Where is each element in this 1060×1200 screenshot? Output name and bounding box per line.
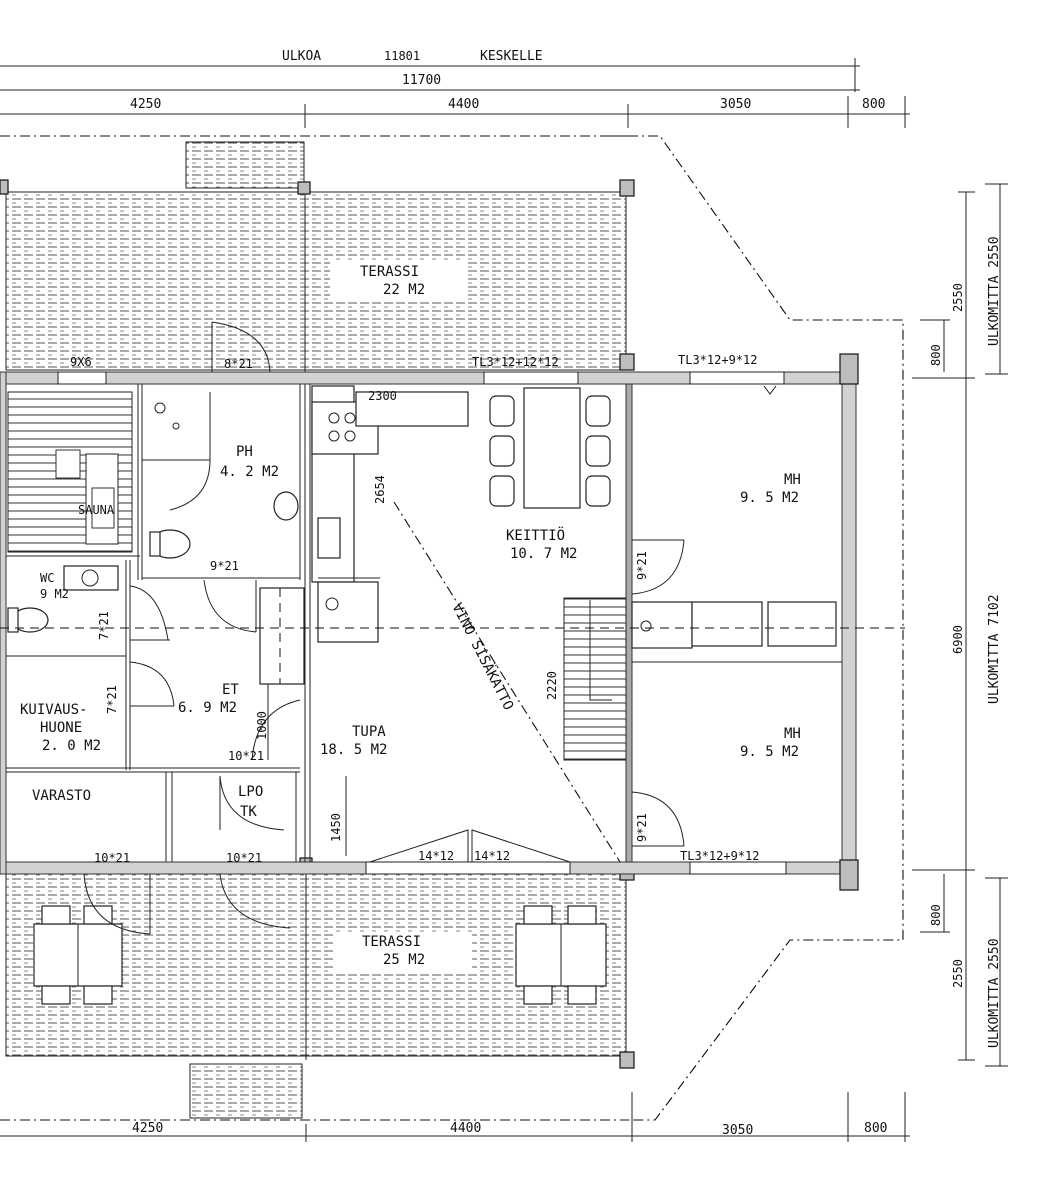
window-tupa-b-swing [471,829,571,863]
kh-door-swing [129,661,175,707]
top-dim-2: 4400 [448,97,479,112]
roof-outline [0,135,904,1121]
et-name: ET [222,682,239,698]
dim-2300: 2300 [368,389,397,403]
terassi-south-name: TERASSI [362,934,421,950]
right-dim-800-top: 800 [929,344,943,366]
vino-label: VINO SISÄKATTO [448,600,518,713]
tupa-area: 18. 5 M2 [320,742,387,758]
kuivaus-name-1: KUIVAUS- [20,702,87,718]
terassi-north-name: TERASSI [360,264,419,280]
window-14x12-a: 14*12 [418,849,454,863]
stairs [393,501,627,863]
ulkomitta-bottom: ULKOMITTA 2550 [987,938,1002,1048]
wc-small: 9 M2 [40,587,69,601]
wc-door: 7*21 [97,611,111,640]
total-width-label: 11700 [402,73,441,88]
bottom-dimensions [0,1092,910,1142]
window-kitchen-frame [483,371,579,385]
dim-1450: 1450 [329,813,343,842]
terrace-furniture-east [515,905,607,1005]
right-dim-2550-bottom: 2550 [951,959,965,988]
window-mh-upper: TL3*12+9*12 [678,353,757,367]
dim-2654: 2654 [373,475,387,504]
right-dim-2550-top: 2550 [951,283,965,312]
right-dim-6900: 6900 [951,625,965,654]
mh-upper-area: 9. 5 M2 [740,490,799,506]
dim-2220: 2220 [545,671,559,700]
keskelle-label: KESKELLE [480,49,543,64]
window-tupa-a-swing [369,829,469,863]
keittio-name: KEITTIÖ [506,526,565,544]
window-kitchen: TL3*12+12*12 [472,355,559,369]
bottom-dim-1: 4250 [132,1121,163,1136]
dim-1000: 1000 [255,711,269,740]
terassi-south-area: 25 M2 [383,952,425,968]
window-mh-lower: TL3*12+9*12 [680,849,759,863]
bottom-dim-4: 800 [864,1121,887,1136]
right-dimensions [912,183,1008,1067]
lpo-name-1: LPO [238,784,263,800]
terrace-furniture-west [33,905,123,1005]
mh-lower-name: MH [784,726,801,742]
mh-lower-door: 9*21 [635,813,649,842]
et-area: 6. 9 M2 [178,700,237,716]
ulkoa-label: ULKOA [282,49,321,64]
ph-name: PH [236,444,253,460]
lpo-door: 10*21 [226,851,262,865]
top-dimensions [0,58,910,128]
sauna-label: SAUNA [78,503,115,517]
kuivaus-name-2: HUONE [40,720,82,736]
ph-bathroom [142,321,299,559]
et-door: 10*21 [228,749,264,763]
lpo-name-2: TK [240,804,257,820]
varasto-door-swing [83,873,151,935]
top-dim-1: 4250 [130,97,161,112]
mh-lower-area: 9. 5 M2 [740,744,799,760]
door-8x21: 8*21 [224,357,253,371]
ph-door: 9*21 [210,559,239,573]
lpo-outer-swing [219,873,291,929]
mh-upper [631,371,837,649]
ulkomitta-mid: ULKOMITTA 7102 [987,594,1002,704]
lpo-door-swing [219,775,285,831]
wc [7,565,170,641]
kuivaus-area: 2. 0 M2 [42,738,101,754]
sauna [7,391,133,553]
tupa-name: TUPA [352,724,386,740]
terrace-north [0,141,635,372]
window-9x6: 9X6 [70,355,92,369]
mh-upper-door: 9*21 [635,551,649,580]
window-tupa-frame [365,861,571,875]
window-9x6-frame [57,371,107,385]
varasto-name: VARASTO [32,788,91,804]
et-hall [203,579,305,761]
window-14x12-b: 14*12 [474,849,510,863]
mh-upper-name: MH [784,472,801,488]
bottom-dim-3: 3050 [722,1123,753,1138]
keittio-area: 10. 7 M2 [510,546,577,562]
kh-door: 7*21 [105,685,119,714]
ulkomitta-top: ULKOMITTA 2550 [987,236,1002,346]
wc-label: WC [40,571,54,585]
mh-lower [631,791,787,875]
terassi-north-area: 22 M2 [383,282,425,298]
varasto-door: 10*21 [94,851,130,865]
ph-area: 4. 2 M2 [220,464,279,480]
bottom-dim-2: 4400 [450,1121,481,1136]
top-dim-3: 3050 [720,97,751,112]
top-dim-4: 800 [862,97,885,112]
right-dim-800-bottom: 800 [929,904,943,926]
ulkoa-value: 11801 [384,49,420,63]
kitchen [311,385,611,643]
